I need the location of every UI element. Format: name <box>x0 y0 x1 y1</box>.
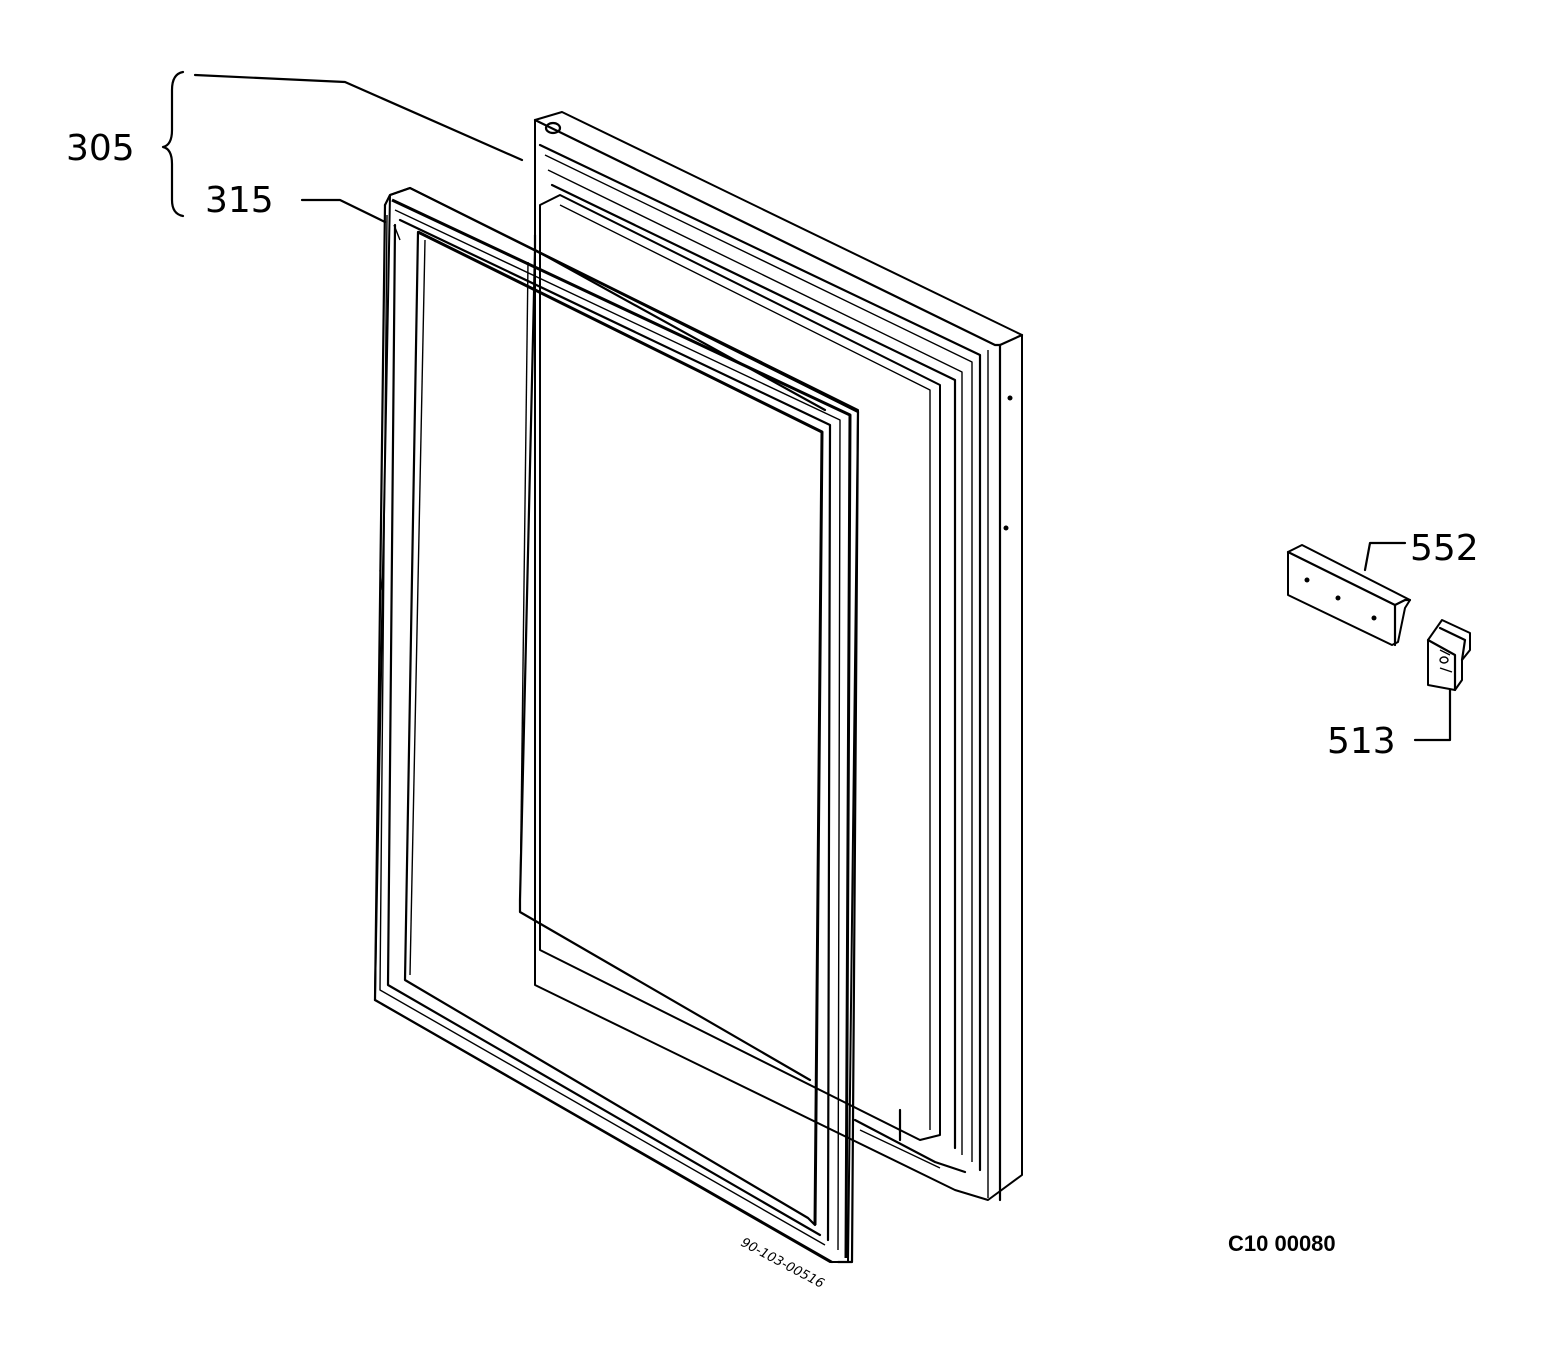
callout-513: 513 <box>1327 721 1396 762</box>
callout-552: 552 <box>1410 528 1479 569</box>
callout-305: 305 <box>66 128 135 169</box>
door-gasket <box>373 186 860 1264</box>
hinge-bracket <box>1426 619 1471 692</box>
hinge-cover <box>1286 544 1412 647</box>
leader-lines <box>161 70 1452 742</box>
figure-code: C10 00080 <box>1228 1231 1336 1256</box>
callout-315: 315 <box>205 180 274 221</box>
door-panel <box>533 111 1024 1202</box>
drawing-stamp: 90-103-00516 <box>738 1235 826 1291</box>
brace-305 <box>161 70 185 218</box>
